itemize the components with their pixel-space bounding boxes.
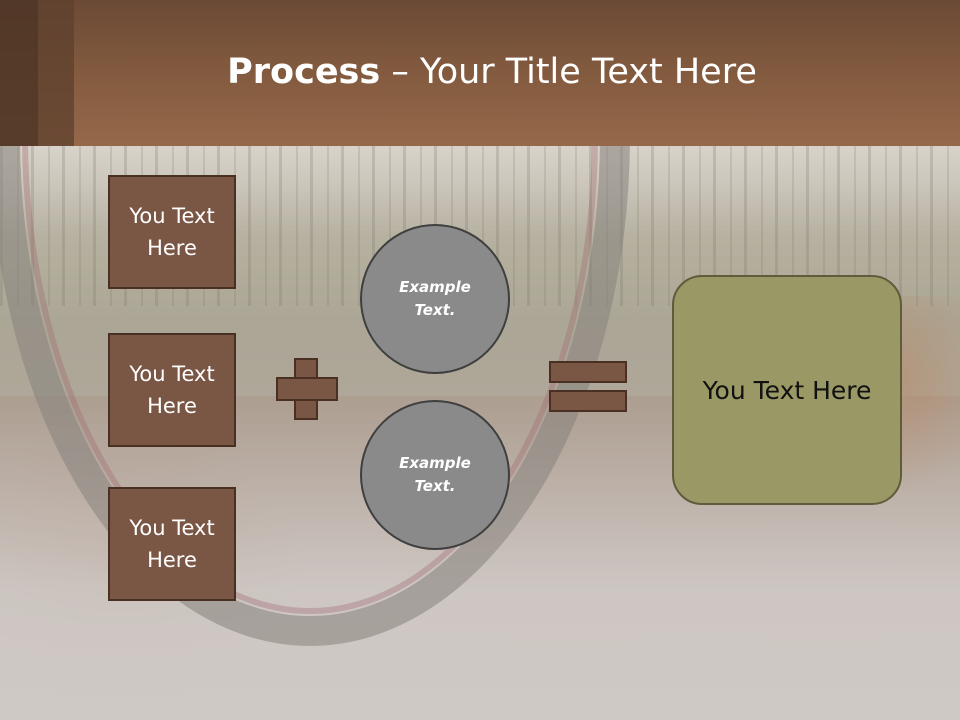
header-accent-strip [0, 0, 38, 146]
header-band: Process – Your Title Text Here [0, 0, 960, 146]
equals-bar-bottom [549, 390, 627, 412]
input-box-3: You Text Here [108, 487, 236, 601]
plus-center [296, 379, 316, 399]
circle-label: Example Text. [399, 278, 471, 319]
equals-bar-top [549, 361, 627, 383]
header-accent-strip [38, 0, 74, 146]
input-box-2: You Text Here [108, 333, 236, 447]
title-bold: Process [227, 52, 381, 92]
input-box-label: You Text Here [129, 204, 215, 260]
input-box-1: You Text Here [108, 175, 236, 289]
example-circle-2: Example Text. [360, 400, 510, 550]
input-box-label: You Text Here [129, 516, 215, 572]
circle-label: Example Text. [399, 454, 471, 495]
title-rest: – Your Title Text Here [380, 52, 757, 92]
example-circle-1: Example Text. [360, 224, 510, 374]
input-box-label: You Text Here [129, 362, 215, 418]
result-box: You Text Here [672, 275, 902, 505]
result-label: You Text Here [702, 375, 872, 405]
slide-title: Process – Your Title Text Here [0, 52, 960, 92]
